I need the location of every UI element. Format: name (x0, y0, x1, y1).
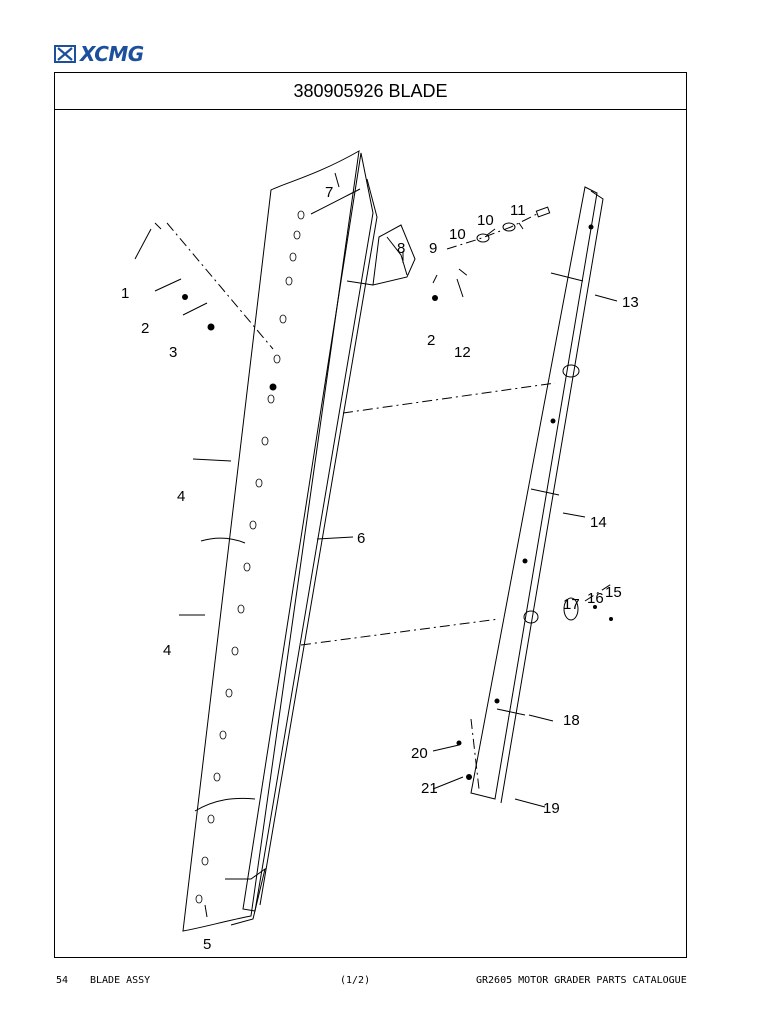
callout-12: 12 (454, 344, 471, 361)
footer-catalogue: GR2605 MOTOR GRADER PARTS CATALOGUE (476, 975, 687, 986)
pin (535, 206, 551, 218)
bracket (372, 224, 416, 286)
callout-7: 7 (325, 184, 333, 201)
callout-11: 11 (510, 202, 526, 219)
callout-20: 20 (411, 745, 428, 762)
callout-9: 9 (429, 240, 437, 257)
moldboard-outline (182, 150, 360, 932)
footer-page-number: 54 (56, 975, 69, 986)
brand-logo: XCMG (54, 42, 144, 66)
callout-10a: 10 (449, 226, 466, 243)
callout-4a: 4 (177, 488, 185, 505)
drawing-frame: 380905926 BLADE (54, 72, 687, 958)
footer-page-of: (1/2) (340, 975, 371, 986)
callout-3: 3 (169, 344, 177, 361)
callout-4b: 4 (163, 642, 171, 659)
drawing-title: 380905926 BLADE (55, 73, 686, 110)
callout-8: 8 (397, 240, 405, 257)
moldboard-seam-upper (310, 188, 361, 215)
callout-19: 19 (543, 800, 560, 817)
callout-15: 15 (605, 584, 622, 601)
bolt-1 (154, 222, 162, 230)
center-lines (166, 212, 614, 790)
callout-2b: 2 (427, 332, 435, 349)
callout-5: 5 (203, 936, 211, 953)
washer-a (476, 233, 490, 243)
brand-name: XCMG (80, 42, 144, 66)
callout-21: 21 (421, 780, 438, 797)
callout-16: 16 (587, 590, 604, 607)
moldboard-seam-lower (194, 797, 256, 812)
callout-17: 17 (563, 596, 580, 613)
callout-1: 1 (121, 285, 129, 302)
side-bar (470, 186, 598, 800)
hole-row (195, 210, 305, 904)
callout-2a: 2 (141, 320, 149, 337)
support-strip (242, 152, 374, 912)
callout-14: 14 (590, 514, 607, 531)
washer-b (502, 222, 516, 232)
callout-18: 18 (563, 712, 580, 729)
callout-13: 13 (622, 294, 639, 311)
hardware-dots (182, 224, 613, 780)
bolt-12 (456, 278, 464, 298)
moldboard-seam-mid (200, 537, 246, 544)
leader-lines (134, 172, 618, 918)
cutting-edge (225, 867, 266, 926)
callout-10b: 10 (477, 212, 494, 229)
footer-section: BLADE ASSY (90, 975, 151, 986)
callout-6: 6 (357, 530, 365, 547)
cover-plate (563, 597, 579, 621)
xcmg-logo-icon (54, 45, 76, 63)
exploded-view-drawing: 1 2 3 4 4 5 6 7 8 9 10 10 11 2 12 13 14 … (121, 150, 639, 953)
callout-labels: 1 2 3 4 4 5 6 7 8 9 10 10 11 2 12 13 14 … (121, 184, 639, 953)
